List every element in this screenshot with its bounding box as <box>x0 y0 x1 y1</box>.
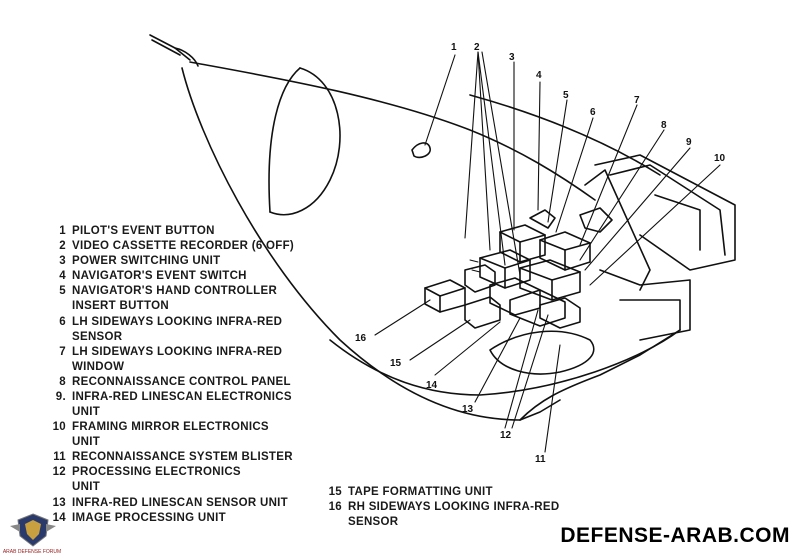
callout-10: 10 <box>714 153 726 164</box>
callout-9: 9 <box>686 137 692 148</box>
callout-2: 2 <box>474 42 480 53</box>
callout-13: 13 <box>462 404 474 415</box>
callout-8: 8 <box>661 120 667 131</box>
callout-1: 1 <box>451 42 457 53</box>
callout-12: 12 <box>500 430 512 441</box>
callout-4: 4 <box>536 70 542 81</box>
callout-15: 15 <box>390 358 402 369</box>
forum-logo <box>10 513 56 547</box>
callout-3: 3 <box>509 52 515 63</box>
logo-caption: ARAB DEFENSE FORUM <box>2 549 62 555</box>
callout-14: 14 <box>426 380 438 391</box>
callout-7: 7 <box>634 95 640 106</box>
watermark: DEFENSE-ARAB.COM <box>560 524 790 547</box>
callout-5: 5 <box>563 90 569 101</box>
callout-16: 16 <box>355 333 367 344</box>
callout-6: 6 <box>590 107 596 118</box>
callout-11: 11 <box>535 454 546 465</box>
